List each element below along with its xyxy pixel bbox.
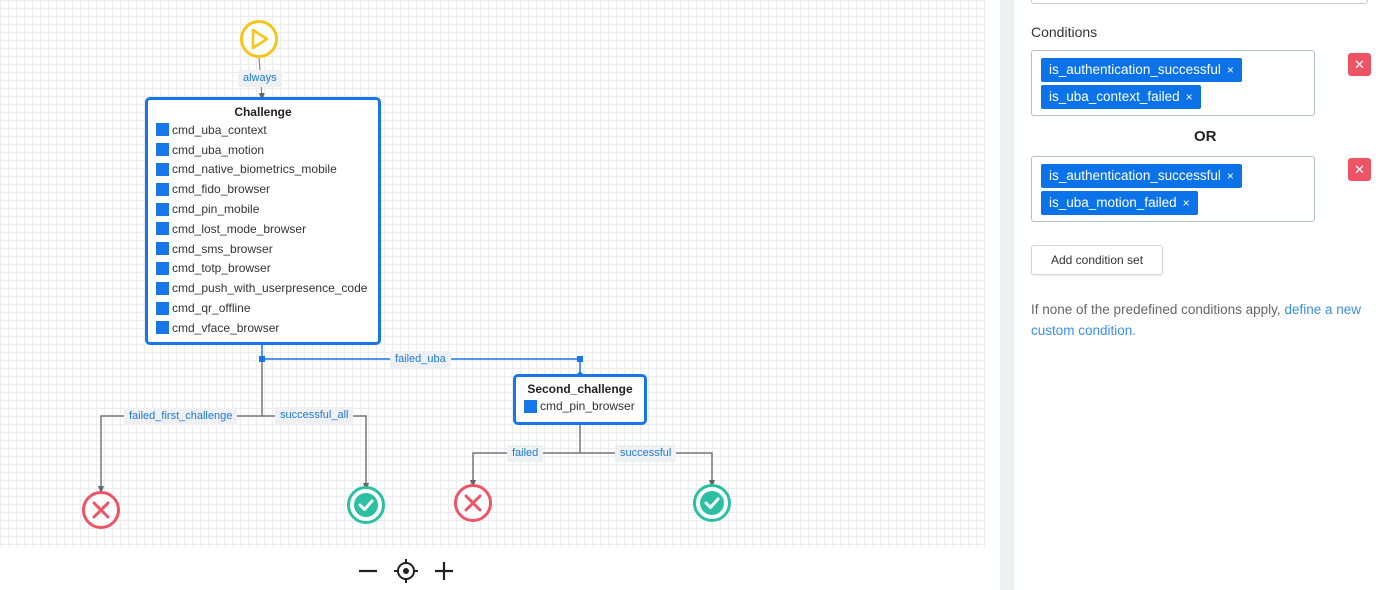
step-square-icon — [156, 261, 169, 275]
zoom-controls — [355, 558, 457, 584]
second-success-end-node[interactable] — [692, 483, 732, 528]
condition-chip[interactable]: is_uba_context_failed × — [1041, 85, 1201, 109]
remove-condition-set-button[interactable]: ✕ — [1348, 53, 1371, 76]
edge-label-successful-all[interactable]: successful_all — [275, 407, 354, 424]
step-square-icon — [524, 399, 537, 413]
custom-condition-link[interactable]: define a new custom condition. — [1031, 302, 1361, 338]
condition-chip[interactable]: is_authentication_successful × — [1041, 58, 1242, 82]
step-item: cmd_push_with_userpresence_code — [156, 278, 370, 298]
conditions-panel: Conditions is_authentication_successful ×… — [1014, 0, 1390, 590]
x-circle-icon — [454, 484, 492, 522]
challenge-node[interactable]: Challenge cmd_uba_context cmd_uba_motion… — [145, 97, 381, 345]
condition-set-2[interactable]: is_authentication_successful × is_uba_mot… — [1031, 156, 1315, 222]
second-fail-end-node[interactable] — [453, 483, 493, 528]
conditions-label: Conditions — [1031, 24, 1098, 40]
success-end-node[interactable] — [346, 485, 386, 530]
step-label: cmd_vface_browser — [172, 320, 280, 335]
step-square-icon — [156, 281, 169, 295]
chip-label: is_uba_motion_failed — [1049, 195, 1177, 210]
chip-label: is_uba_context_failed — [1049, 89, 1180, 104]
step-item: cmd_pin_browser — [524, 397, 636, 415]
help-text: If none of the predefined conditions app… — [1031, 299, 1371, 341]
step-item: cmd_lost_mode_browser — [156, 219, 370, 239]
condition-chip[interactable]: is_uba_motion_failed × — [1041, 191, 1198, 215]
edge-label-failed-first-challenge[interactable]: failed_first_challenge — [124, 408, 238, 425]
step-square-icon — [156, 202, 169, 216]
step-item: cmd_native_biometrics_mobile — [156, 160, 370, 180]
step-item: cmd_totp_browser — [156, 259, 370, 279]
second-challenge-node[interactable]: Second_challenge cmd_pin_browser — [513, 374, 647, 425]
edge-label-failed-uba[interactable]: failed_uba — [390, 351, 451, 368]
play-icon — [240, 20, 278, 58]
step-label: cmd_native_biometrics_mobile — [172, 162, 337, 177]
chip-remove-icon[interactable]: × — [1226, 169, 1234, 183]
step-label: cmd_pin_browser — [540, 399, 635, 413]
add-condition-set-button[interactable]: Add condition set — [1031, 245, 1163, 275]
step-item: cmd_pin_mobile — [156, 199, 370, 219]
panel-divider[interactable] — [1000, 0, 1014, 590]
step-label: cmd_uba_context — [172, 122, 267, 137]
step-square-icon — [156, 143, 169, 157]
step-list: cmd_uba_context cmd_uba_motion cmd_nativ… — [156, 120, 370, 338]
step-square-icon — [156, 321, 169, 335]
step-label: cmd_totp_browser — [172, 261, 271, 276]
node-title: Challenge — [234, 105, 292, 119]
step-label: cmd_fido_browser — [172, 182, 271, 197]
zoom-out-icon[interactable] — [355, 558, 381, 584]
chip-label: is_authentication_successful — [1049, 168, 1221, 183]
step-item: cmd_sms_browser — [156, 239, 370, 259]
step-label: cmd_pin_mobile — [172, 202, 260, 217]
step-square-icon — [156, 182, 169, 196]
step-label: cmd_qr_offline — [172, 301, 251, 316]
start-node[interactable] — [239, 19, 279, 64]
node-title: Second_challenge — [527, 382, 633, 396]
chip-remove-icon[interactable]: × — [1182, 196, 1190, 210]
help-text-body: If none of the predefined conditions app… — [1031, 302, 1285, 317]
step-square-icon — [156, 301, 169, 315]
fail-end-node[interactable] — [81, 490, 121, 535]
top-input-field[interactable] — [1031, 0, 1368, 4]
step-square-icon — [156, 162, 169, 176]
step-item: cmd_vface_browser — [156, 318, 370, 338]
or-separator: OR — [1194, 128, 1217, 145]
step-square-icon — [156, 222, 169, 236]
step-item: cmd_fido_browser — [156, 179, 370, 199]
step-label: cmd_sms_browser — [172, 241, 273, 256]
x-circle-icon — [82, 491, 120, 529]
step-label: cmd_uba_motion — [172, 142, 265, 157]
step-square-icon — [156, 242, 169, 256]
step-item: cmd_uba_context — [156, 120, 370, 140]
edge-label-failed[interactable]: failed — [507, 445, 544, 462]
condition-chip[interactable]: is_authentication_successful × — [1041, 164, 1242, 188]
check-circle-icon — [693, 484, 731, 522]
chip-remove-icon[interactable]: × — [1226, 63, 1234, 77]
step-label: cmd_push_with_userpresence_code — [172, 281, 368, 296]
step-item: cmd_uba_motion — [156, 140, 370, 160]
remove-condition-set-button[interactable]: ✕ — [1348, 158, 1371, 181]
step-label: cmd_lost_mode_browser — [172, 221, 307, 236]
step-item: cmd_qr_offline — [156, 298, 370, 318]
edge-label-successful[interactable]: successful — [615, 445, 677, 462]
step-square-icon — [156, 123, 169, 137]
chip-label: is_authentication_successful — [1049, 62, 1221, 77]
condition-set-1[interactable]: is_authentication_successful × is_uba_con… — [1031, 50, 1315, 116]
edge-label-always[interactable]: always — [238, 70, 282, 87]
recenter-icon[interactable] — [393, 558, 419, 584]
flow-canvas[interactable]: always failed_uba failed_first_challenge… — [0, 0, 985, 548]
zoom-in-icon[interactable] — [431, 558, 457, 584]
chip-remove-icon[interactable]: × — [1185, 90, 1193, 104]
check-circle-icon — [347, 486, 385, 524]
